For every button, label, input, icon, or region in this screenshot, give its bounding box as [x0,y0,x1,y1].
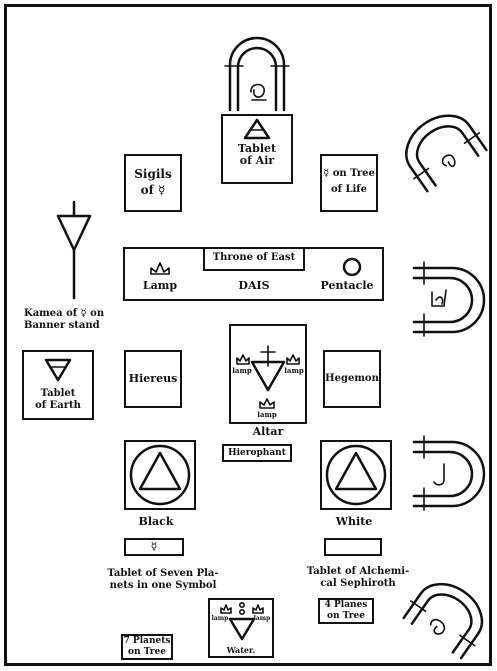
altar-lamp-bottom-icon [259,398,275,409]
four-planes-box [318,598,374,624]
banner-stand-icon [56,200,92,300]
air-triangle-icon [243,118,271,140]
tablet-of-air-label: Tablet of Air [237,142,277,167]
water-lamp-right-label: lamp [253,615,271,622]
water-triangle-icon [220,601,264,641]
hegemon-label: Hegemon [325,373,379,384]
mercury-tree-box [320,154,378,212]
four-planes-label: 4 Planes on Tree [324,600,368,621]
white-pillar-icon [325,444,387,506]
altar-label: Altar [252,425,284,438]
diagram-frame [4,4,492,666]
tablet-alchemical-label: Tablet of Alchemi- cal Sephiroth [306,566,410,589]
earth-triangle-icon [44,358,72,382]
throne-of-east-box [203,247,305,271]
arch-right-middle-icon [412,261,486,337]
seven-planets-tree-box [121,634,173,660]
altar-lamp-right-label: lamp [284,366,304,375]
altar-lamp-bottom-label: lamp [257,410,277,419]
seven-planets-symbol-glyph: ☿ [150,540,158,553]
arch-right-lower-icon [412,435,486,511]
black-label: Black [138,515,174,528]
arch-right-upper-icon [405,114,488,193]
hierophant-label: Hierophant [228,448,286,458]
throne-of-east-label: Throne of East [212,252,296,263]
hiereus-label: Hiereus [128,372,178,385]
lamp-flame-icon [150,262,170,275]
hiereus-box [124,350,182,408]
tablet-of-air [221,114,293,184]
pentacle-label: Pentacle [320,279,374,292]
lamp-label: Lamp [142,279,178,292]
black-pillar-icon [129,444,191,506]
sigils-of-mercury-label: Sigils of ☿ [134,167,172,197]
hegemon-box [323,350,381,408]
kamea-label: Kamea of ☿ on Banner stand [24,308,105,331]
dais-label: DAIS [238,279,270,292]
tablet-seven-planets-label: Tablet of Seven Pla- nets in one Symbol [107,568,219,591]
tablet-of-earth [22,350,94,420]
water-lamp-left-label: lamp [211,615,229,622]
water-tablet-label: Water. [226,645,256,655]
white-pillar-box [320,440,392,510]
altar-lamp-left-label: lamp [232,366,252,375]
pentacle-circle-icon [342,257,362,277]
white-label: White [335,515,373,528]
tablet-of-earth-label: Tablet of Earth [35,388,81,411]
black-pillar-box [124,440,196,510]
arch-top-icon [224,36,290,112]
altar-cross-icon [236,345,300,392]
seven-planets-tree-label: 7 Planets on Tree [123,636,171,657]
mercury-tree-label: ☿ on Tree of Life [323,168,375,195]
seven-planets-symbol-tablet [124,538,184,556]
hierophant-box [222,444,292,462]
sigils-of-mercury-box [124,154,182,212]
alchemical-sephiroth-tablet [324,538,382,556]
arch-right-bottom-icon [402,582,484,660]
